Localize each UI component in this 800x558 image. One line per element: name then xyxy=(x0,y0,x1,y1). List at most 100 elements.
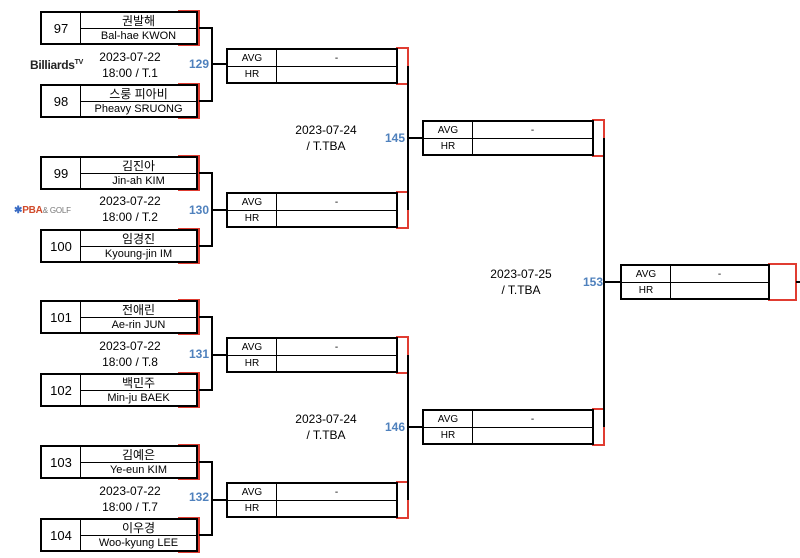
avg-label: AVG xyxy=(424,411,473,428)
player-seed: 101 xyxy=(42,302,81,332)
hr-label: HR xyxy=(228,67,277,82)
player-seed: 99 xyxy=(42,158,81,188)
hr-value xyxy=(277,356,396,371)
match-number-131: 131 xyxy=(188,347,209,361)
player-english-name: Woo-kyung LEE xyxy=(98,537,179,549)
player-korean-name: 스룽 피아비 xyxy=(81,86,196,102)
match-result-130[interactable]: AVG HR - xyxy=(226,192,398,228)
hr-label: HR xyxy=(228,356,277,371)
match-schedule-130: 2023-07-22 18:00 / T.2 xyxy=(75,193,185,225)
billiards-logo-tv: TV xyxy=(74,59,84,66)
player-english-name: Pheavy SRUONG xyxy=(94,103,183,115)
peacock-icon: ✱ xyxy=(14,205,23,216)
player-box-99[interactable]: 99 김진아 Jin-ah KIM xyxy=(40,156,198,190)
match-date: 2023-07-24 xyxy=(295,123,357,137)
match-result-132[interactable]: AVG HR - xyxy=(226,482,398,518)
player-seed: 102 xyxy=(42,375,81,405)
match-number-146: 146 xyxy=(384,420,405,434)
player-korean-name: 백민주 xyxy=(81,375,196,391)
match-date: 2023-07-22 xyxy=(99,194,161,208)
match-schedule-145: 2023-07-24 / T.TBA xyxy=(271,122,381,154)
match-date: 2023-07-24 xyxy=(295,412,357,426)
match-result-129[interactable]: AVG HR - xyxy=(226,48,398,84)
player-box-100[interactable]: 100 임경진 Kyoung-jin IM xyxy=(40,229,198,263)
hr-label: HR xyxy=(228,211,277,226)
player-seed: 97 xyxy=(42,13,81,43)
player-english-name: Bal-hae KWON xyxy=(100,30,177,42)
match-time-table: 18:00 / T.1 xyxy=(102,66,158,80)
avg-value: - xyxy=(277,50,396,67)
hr-label: HR xyxy=(622,283,671,298)
player-english-name: Min-ju BAEK xyxy=(107,392,170,404)
billiards-logo-text: Billiards xyxy=(30,58,75,72)
match-date: 2023-07-22 xyxy=(99,339,161,353)
player-box-101[interactable]: 101 전애린 Ae-rin JUN xyxy=(40,300,198,334)
avg-value: - xyxy=(277,194,396,211)
match-result-146[interactable]: AVG HR - xyxy=(422,409,594,445)
match-number-130: 130 xyxy=(188,203,209,217)
player-box-102[interactable]: 102 백민주 Min-ju BAEK xyxy=(40,373,198,407)
player-english-name: Ae-rin JUN xyxy=(111,319,166,331)
match-number-145: 145 xyxy=(384,131,405,145)
player-seed: 103 xyxy=(42,447,81,477)
match-schedule-153: 2023-07-25 / T.TBA xyxy=(466,266,576,298)
match-schedule-146: 2023-07-24 / T.TBA xyxy=(271,411,381,443)
hr-label: HR xyxy=(424,428,473,443)
player-seed: 100 xyxy=(42,231,81,261)
player-korean-name: 김진아 xyxy=(81,158,196,174)
avg-value: - xyxy=(671,266,768,283)
hr-value xyxy=(277,211,396,226)
player-english-name: Ye-eun KIM xyxy=(109,464,168,476)
match-date: 2023-07-25 xyxy=(490,267,552,281)
avg-value: - xyxy=(277,484,396,501)
match-time-table: / T.TBA xyxy=(306,428,346,442)
player-korean-name: 이우경 xyxy=(81,520,196,536)
match-schedule-131: 2023-07-22 18:00 / T.8 xyxy=(75,338,185,370)
match-result-131[interactable]: AVG HR - xyxy=(226,337,398,373)
player-english-name: Jin-ah KIM xyxy=(112,175,165,187)
player-seed: 98 xyxy=(42,86,81,116)
avg-label: AVG xyxy=(228,194,277,211)
player-korean-name: 임경진 xyxy=(81,231,196,247)
player-korean-name: 전애린 xyxy=(81,302,196,318)
hr-value xyxy=(473,428,592,443)
player-english-name: Kyoung-jin IM xyxy=(104,248,173,260)
player-korean-name: 김예은 xyxy=(81,447,196,463)
player-box-104[interactable]: 104 이우경 Woo-kyung LEE xyxy=(40,518,198,552)
match-time-table: / T.TBA xyxy=(501,283,541,297)
hr-value xyxy=(473,139,592,154)
player-box-103[interactable]: 103 김예은 Ye-eun KIM xyxy=(40,445,198,479)
player-korean-name: 권발해 xyxy=(81,13,196,29)
match-time-table: / T.TBA xyxy=(306,139,346,153)
pba-logo-tail: & GOLF xyxy=(42,206,71,215)
hr-label: HR xyxy=(424,139,473,154)
avg-value: - xyxy=(473,411,592,428)
match-schedule-132: 2023-07-22 18:00 / T.7 xyxy=(75,483,185,515)
pba-golf-logo: ✱PBA& GOLF xyxy=(14,205,71,216)
match-result-153[interactable]: AVG HR - xyxy=(620,264,770,300)
match-result-145[interactable]: AVG HR - xyxy=(422,120,594,156)
pba-logo-text: PBA xyxy=(22,205,43,216)
match-time-table: 18:00 / T.2 xyxy=(102,210,158,224)
player-box-98[interactable]: 98 스룽 피아비 Pheavy SRUONG xyxy=(40,84,198,118)
avg-value: - xyxy=(473,122,592,139)
player-seed: 104 xyxy=(42,520,81,550)
match-number-132: 132 xyxy=(188,490,209,504)
avg-label: AVG xyxy=(228,50,277,67)
match-number-153: 153 xyxy=(582,275,603,289)
avg-label: AVG xyxy=(622,266,671,283)
hr-label: HR xyxy=(228,501,277,516)
avg-value: - xyxy=(277,339,396,356)
match-date: 2023-07-22 xyxy=(99,50,161,64)
match-number-129: 129 xyxy=(188,57,209,71)
avg-label: AVG xyxy=(228,484,277,501)
match-date: 2023-07-22 xyxy=(99,484,161,498)
avg-label: AVG xyxy=(424,122,473,139)
player-box-97[interactable]: 97 권발해 Bal-hae KWON xyxy=(40,11,198,45)
match-time-table: 18:00 / T.7 xyxy=(102,500,158,514)
avg-label: AVG xyxy=(228,339,277,356)
match-schedule-129: 2023-07-22 18:00 / T.1 xyxy=(75,49,185,81)
billiards-tv-logo: BilliardsTV xyxy=(30,58,83,72)
hr-value xyxy=(277,501,396,516)
match-time-table: 18:00 / T.8 xyxy=(102,355,158,369)
